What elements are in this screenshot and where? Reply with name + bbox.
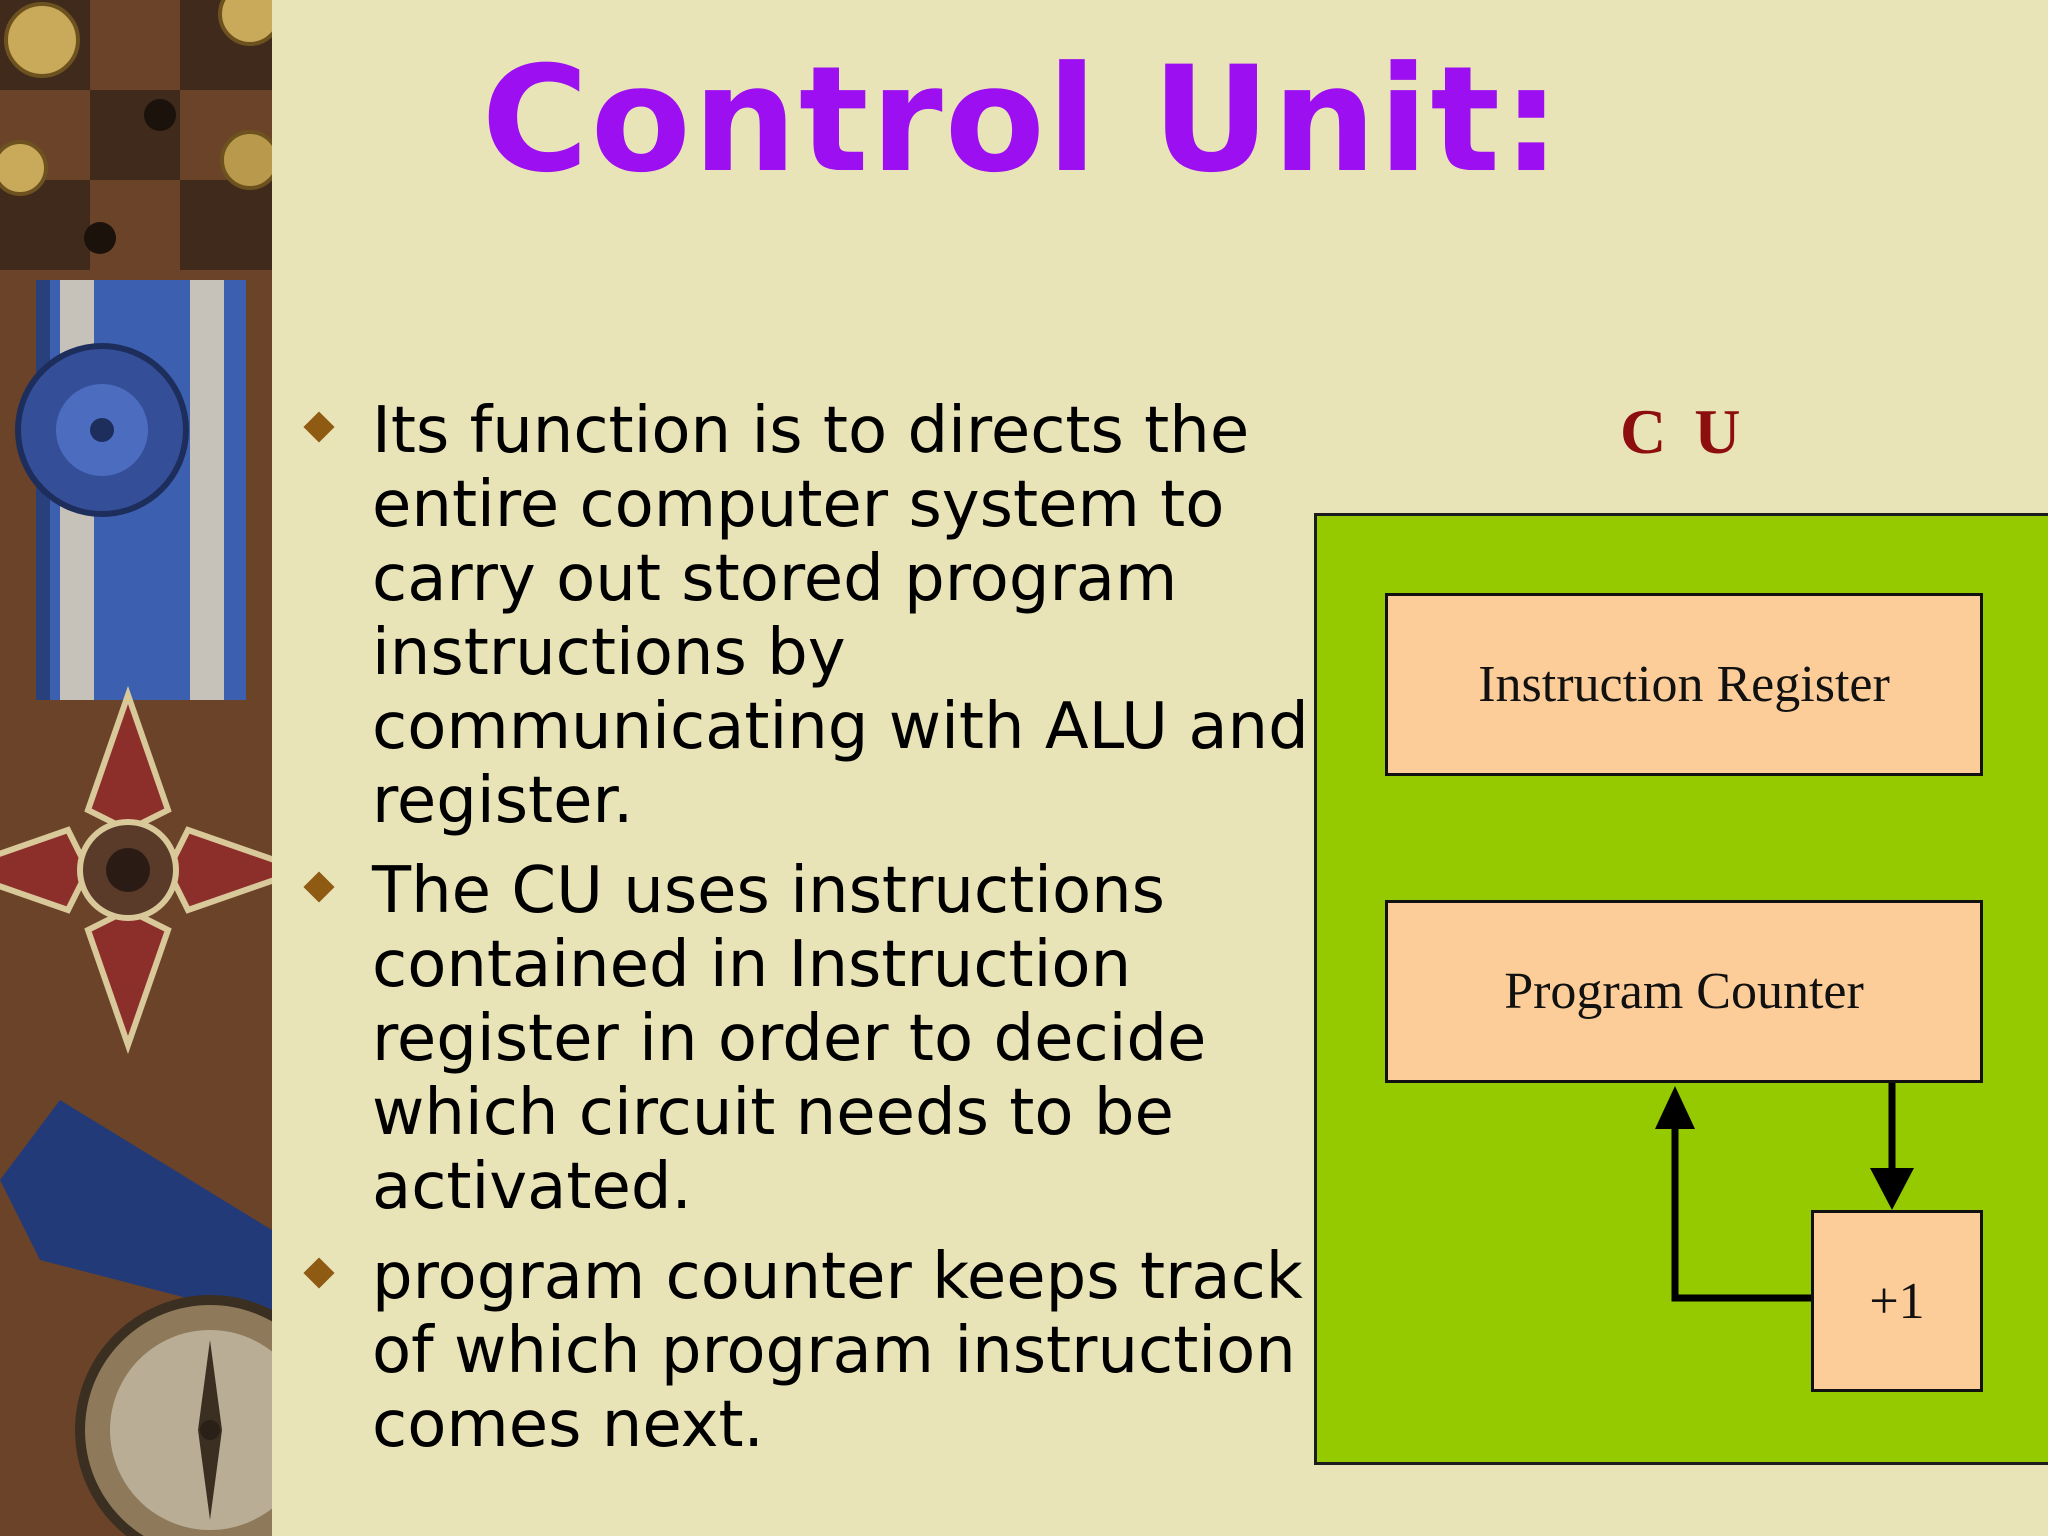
instruction-register-label: Instruction Register [1478, 656, 1890, 713]
bullet-item: program counter keeps track of which pro… [296, 1240, 1336, 1462]
diamond-bullet-icon [303, 871, 335, 903]
bullet-item: Its function is to directs the entire co… [296, 394, 1336, 838]
slide-title: Control Unit: [481, 35, 1563, 205]
arrow-down-icon [1870, 1168, 1914, 1210]
increment-label: +1 [1869, 1272, 1925, 1330]
bullet-text: Its function is to directs the entire co… [372, 394, 1309, 838]
instruction-register-box: Instruction Register [1385, 593, 1983, 776]
bullet-item: The CU uses instructions contained in In… [296, 854, 1336, 1224]
bullet-text: The CU uses instructions contained in In… [372, 854, 1207, 1224]
decorative-side-photo [0, 0, 272, 1536]
program-counter-box: Program Counter [1385, 900, 1983, 1083]
diamond-bullet-icon [303, 1257, 335, 1289]
program-counter-label: Program Counter [1504, 963, 1864, 1020]
arrow-up-icon [1655, 1086, 1695, 1129]
bullet-text: program counter keeps track of which pro… [372, 1240, 1303, 1462]
control-unit-diagram: Instruction Register Program Counter +1 [1314, 513, 2048, 1465]
diamond-bullet-icon [303, 411, 335, 443]
cu-diagram-label: C U [1620, 396, 1747, 467]
feedback-arrows [1655, 1083, 1914, 1302]
bullet-list: Its function is to directs the entire co… [296, 394, 1336, 1478]
increment-box: +1 [1811, 1210, 1983, 1392]
